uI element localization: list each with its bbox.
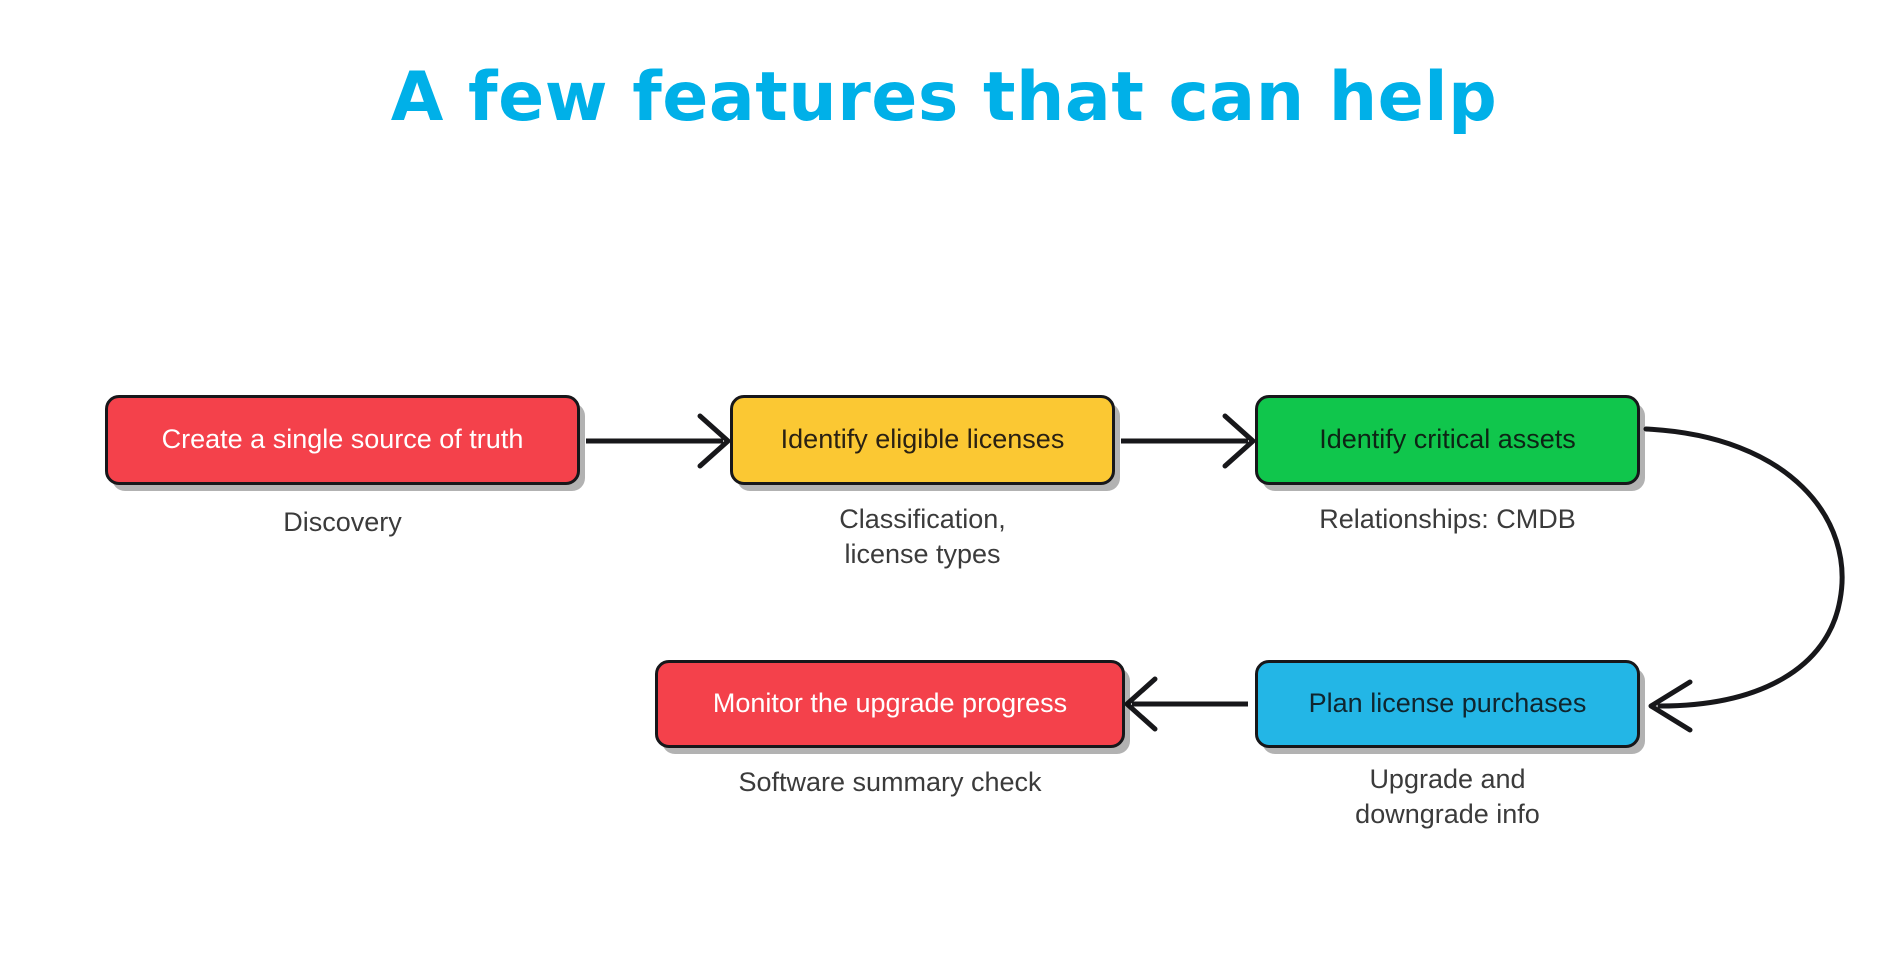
caption-line-2: downgrade info	[1355, 798, 1540, 829]
flow-caption-relationships-cmdb: Relationships: CMDB	[1319, 504, 1576, 534]
page-title: A few features that can help	[390, 58, 1498, 137]
flow-caption-software-summary-check: Software summary check	[738, 767, 1042, 797]
flow-node-monitor-the-upgrade-progress[interactable]: Monitor the upgrade progress	[655, 660, 1125, 748]
flow-caption-upgrade-downgrade-info: Upgrade and downgrade info	[1255, 762, 1640, 831]
arrow-critical-to-plan-curved	[1643, 426, 1845, 733]
caption-line-1: Classification,	[839, 504, 1006, 534]
arrow-eligible-to-critical	[1121, 413, 1256, 469]
arrow-plan-to-monitor	[1124, 676, 1248, 732]
flow-caption-classification-license-types: Classification, license types	[730, 502, 1115, 571]
caption-line-2: license types	[844, 538, 1001, 569]
flow-node-plan-license-purchases[interactable]: Plan license purchases	[1255, 660, 1640, 748]
flow-node-identify-critical-assets[interactable]: Identify critical assets	[1255, 395, 1640, 485]
flow-node-identify-eligible-licenses[interactable]: Identify eligible licenses	[730, 395, 1115, 485]
caption-line-1: Upgrade and	[1369, 764, 1526, 794]
flow-node-create-single-source-of-truth[interactable]: Create a single source of truth	[105, 395, 580, 485]
flow-caption-discovery: Discovery	[283, 507, 402, 537]
arrow-source-to-eligible	[586, 413, 731, 469]
